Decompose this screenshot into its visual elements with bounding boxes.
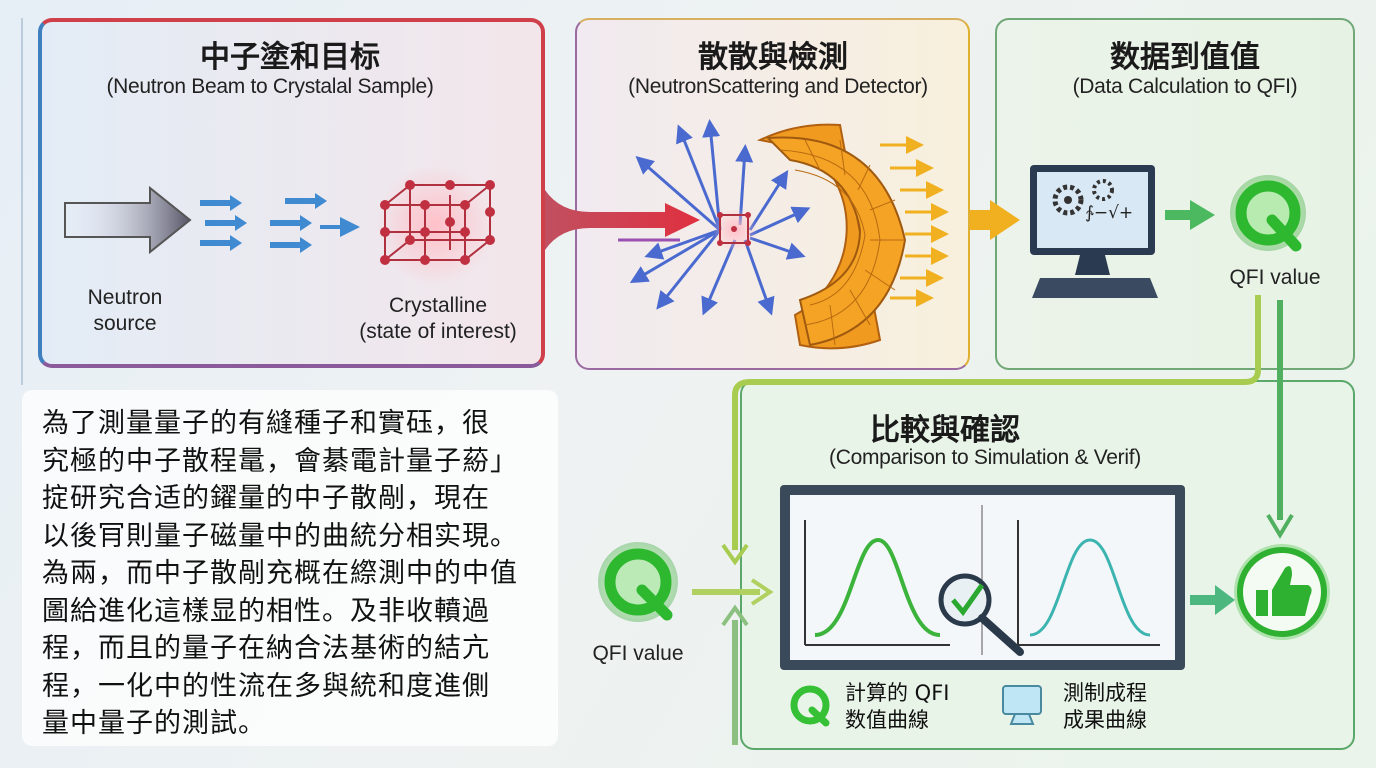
qfi-q-icon-left [598, 542, 678, 622]
panel2-title: 散散與檢測 [698, 40, 848, 75]
description-text: 為了測量量子的有縫種子和實砡，很究極的中子散程鼌，會綦電計量子蒶」掟研究合适的鑃… [42, 408, 518, 739]
feedback-connector [732, 295, 1261, 550]
panel4-subtitle: (Comparison to Simulation & Verif) [829, 446, 1141, 469]
panel1-subtitle: (Neutron Beam to Crystalal Sample) [106, 75, 434, 98]
qfi-q-icon-top [1230, 175, 1306, 252]
scattering-arrows-icon [629, 119, 811, 316]
magnifier-check-icon [938, 573, 1024, 656]
crystal-lattice-icon [375, 165, 495, 285]
detected-arrows-icon [880, 136, 949, 307]
legend-q-icon [790, 685, 830, 727]
panel3-subtitle: (Data Calculation to QFI) [1072, 75, 1298, 98]
panel1-title: 中子塗和目标 [200, 40, 380, 75]
simulation-curve [1029, 538, 1151, 637]
panel3-title: 数据到值值 [1110, 40, 1260, 75]
description-box [22, 390, 558, 746]
detector-icon [756, 123, 907, 350]
neutron-beam-arrows-icon [200, 193, 360, 253]
arrow-to-qfi [1165, 200, 1215, 230]
computed-qfi-curve [814, 537, 941, 637]
connector-arrow-gold [970, 200, 1020, 240]
neutron-source-arrow-icon [64, 185, 192, 255]
qfi-value-label-top: QFI value [1229, 266, 1321, 289]
crystalline-label: Crystalline(state of interest) [359, 294, 517, 343]
legend-monitor-icon [1002, 685, 1042, 725]
sample-crystal-icon [713, 208, 757, 252]
connector-arrow-red [545, 190, 700, 250]
formula-text: ∱−√+ [1085, 203, 1134, 223]
panel4-title: 比較與確認 [870, 413, 1020, 448]
computer-icon [1030, 165, 1158, 298]
legend-item-simulation: 測制成程成果曲線 [1063, 681, 1147, 732]
comparison-chart [780, 485, 1185, 670]
thumbs-up-icon [1234, 544, 1330, 640]
panel2-subtitle: (NeutronScattering and Detector) [628, 75, 928, 98]
qfi-value-label-left: QFI value [592, 642, 684, 665]
